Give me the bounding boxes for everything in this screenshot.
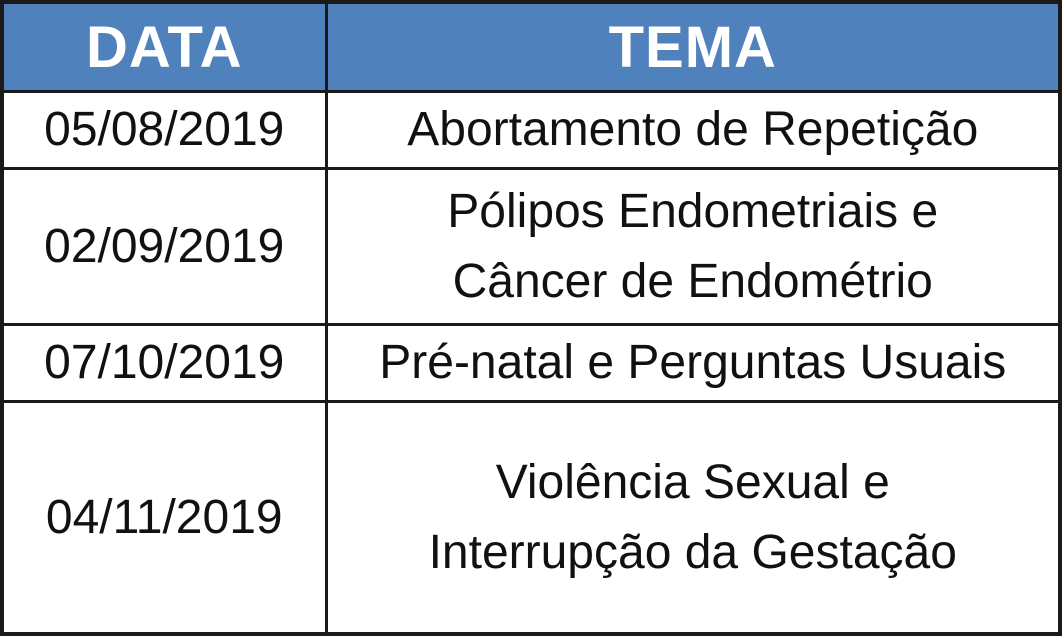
table-row: 02/09/2019 Pólipos Endometriais e Câncer… [0, 167, 1062, 326]
table-row: 05/08/2019 Abortamento de Repetição [0, 89, 1062, 171]
theme-line: Abortamento de Repetição [407, 103, 979, 157]
date-cell: 05/08/2019 [0, 89, 328, 171]
header-theme: TEMA [324, 0, 1062, 93]
theme-line: Câncer de Endométrio [452, 254, 933, 308]
header-date: DATA [0, 0, 328, 93]
theme-cell: Pré-natal e Perguntas Usuais [324, 322, 1062, 404]
date-cell: 04/11/2019 [0, 400, 328, 636]
theme-cell: Violência Sexual e Interrupção da Gestaç… [324, 400, 1062, 636]
header-row: DATA TEMA [0, 0, 1062, 93]
theme-line: Violência Sexual e [495, 455, 890, 509]
date-cell: 02/09/2019 [0, 167, 328, 326]
theme-line: Pólipos Endometriais e [447, 184, 939, 238]
theme-line: Pré-natal e Perguntas Usuais [379, 335, 1007, 389]
table-row: 04/11/2019 Violência Sexual e Interrupçã… [0, 400, 1062, 636]
theme-cell: Abortamento de Repetição [324, 89, 1062, 171]
date-cell: 07/10/2019 [0, 322, 328, 404]
theme-cell: Pólipos Endometriais e Câncer de Endomét… [324, 167, 1062, 326]
table-row: 07/10/2019 Pré-natal e Perguntas Usuais [0, 322, 1062, 404]
theme-line: Interrupção da Gestação [428, 525, 957, 579]
